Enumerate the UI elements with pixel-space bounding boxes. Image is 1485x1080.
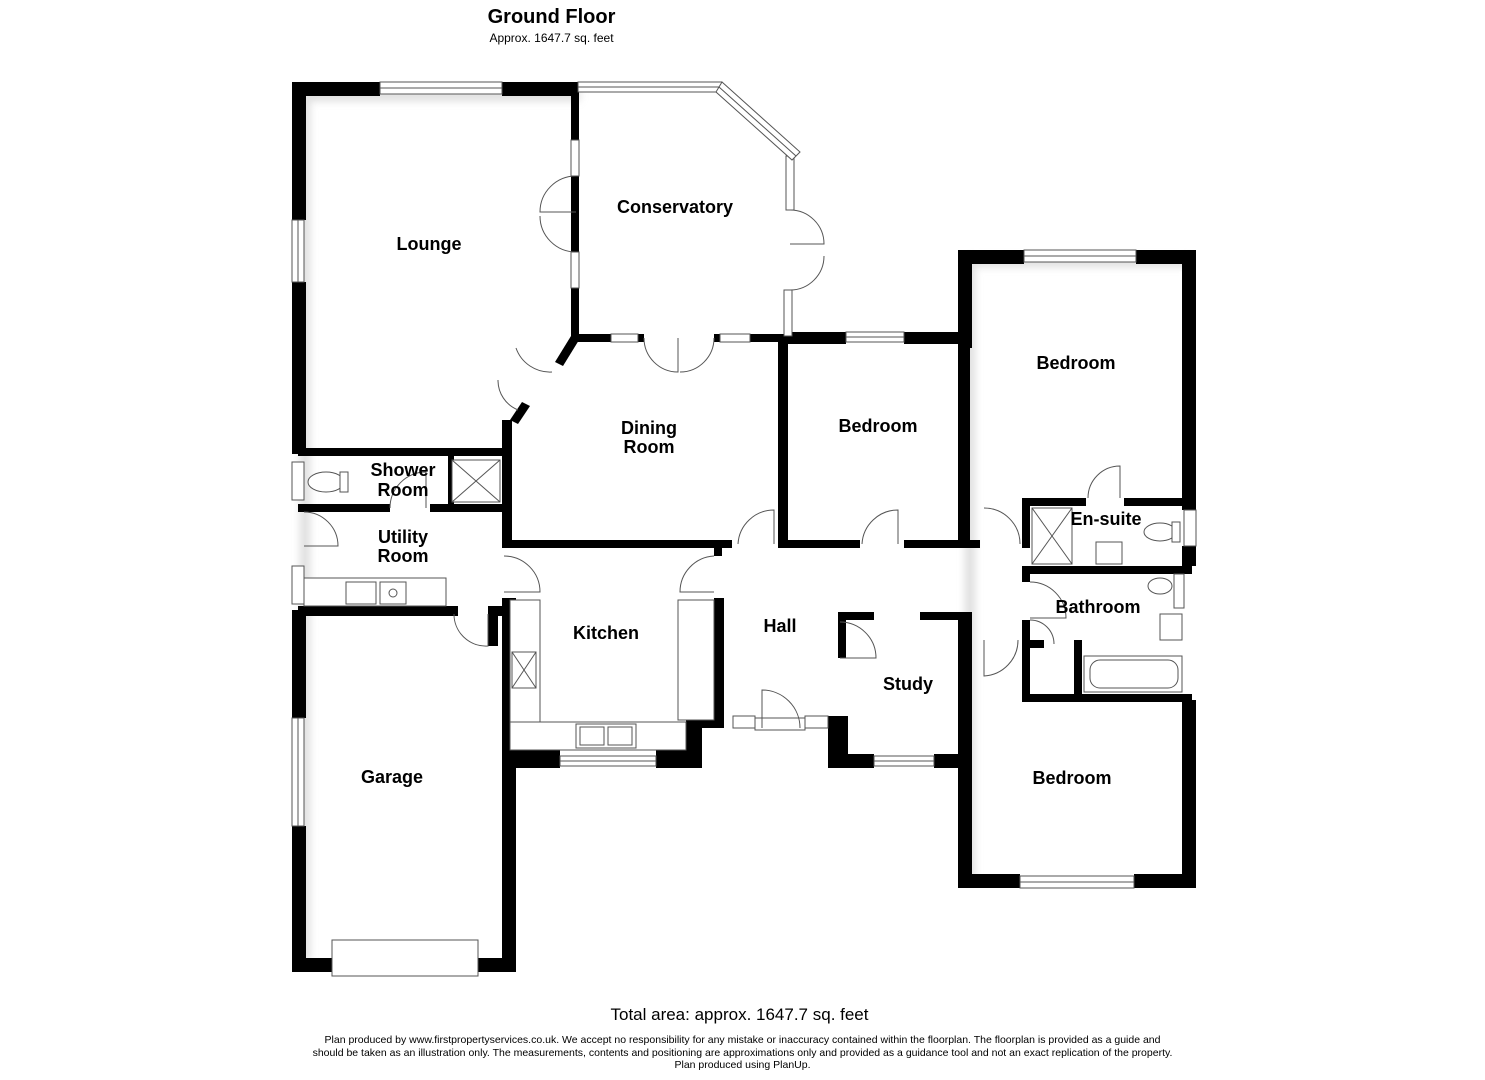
disclaimer-line: should be taken as an illustration only.… (312, 1046, 1173, 1059)
outer-walls (292, 82, 1196, 972)
room-label-dining-line1: Dining (621, 418, 677, 438)
room-label-bedroom-bottom: Bedroom (1032, 768, 1111, 788)
floor-plan: Lounge Conservatory Dining Room Bedroom … (291, 81, 1197, 977)
room-label-conservatory: Conservatory (617, 197, 733, 217)
room-label-bedroom-middle: Bedroom (838, 416, 917, 436)
room-label-garage: Garage (361, 767, 423, 787)
disclaimer: Plan produced by www.firstpropertyservic… (0, 1034, 1485, 1072)
room-label-ensuite: En-suite (1070, 509, 1141, 529)
room-label-utility-line1: Utility (378, 527, 428, 547)
room-label-shower-line1: Shower (370, 460, 435, 480)
floor-title: Ground Floor (487, 6, 616, 28)
room-label-dining-line2: Room (624, 437, 675, 457)
room-label-utility-line2: Room (378, 546, 429, 566)
windows (291, 81, 1197, 977)
room-labels: Lounge Conservatory Dining Room Bedroom … (361, 197, 1142, 788)
room-label-bedroom-right: Bedroom (1036, 353, 1115, 373)
room-label-lounge: Lounge (397, 234, 462, 254)
room-label-hall: Hall (763, 616, 796, 636)
fixtures (303, 459, 1183, 751)
total-area-text: Total area: approx. 1647.7 sq. feet (610, 1005, 869, 1024)
room-label-study: Study (883, 674, 933, 694)
internal-walls (298, 84, 1192, 726)
doors (303, 175, 1121, 729)
disclaimer-line: Plan produced using PlanUp. (674, 1059, 811, 1071)
floor-area-subtitle: Approx. 1647.7 sq. feet (489, 31, 614, 45)
room-label-bathroom: Bathroom (1056, 597, 1141, 617)
disclaimer-line: Plan produced by www.firstpropertyservic… (324, 1034, 1161, 1046)
room-label-kitchen: Kitchen (573, 623, 639, 643)
room-label-shower-line2: Room (378, 480, 429, 500)
